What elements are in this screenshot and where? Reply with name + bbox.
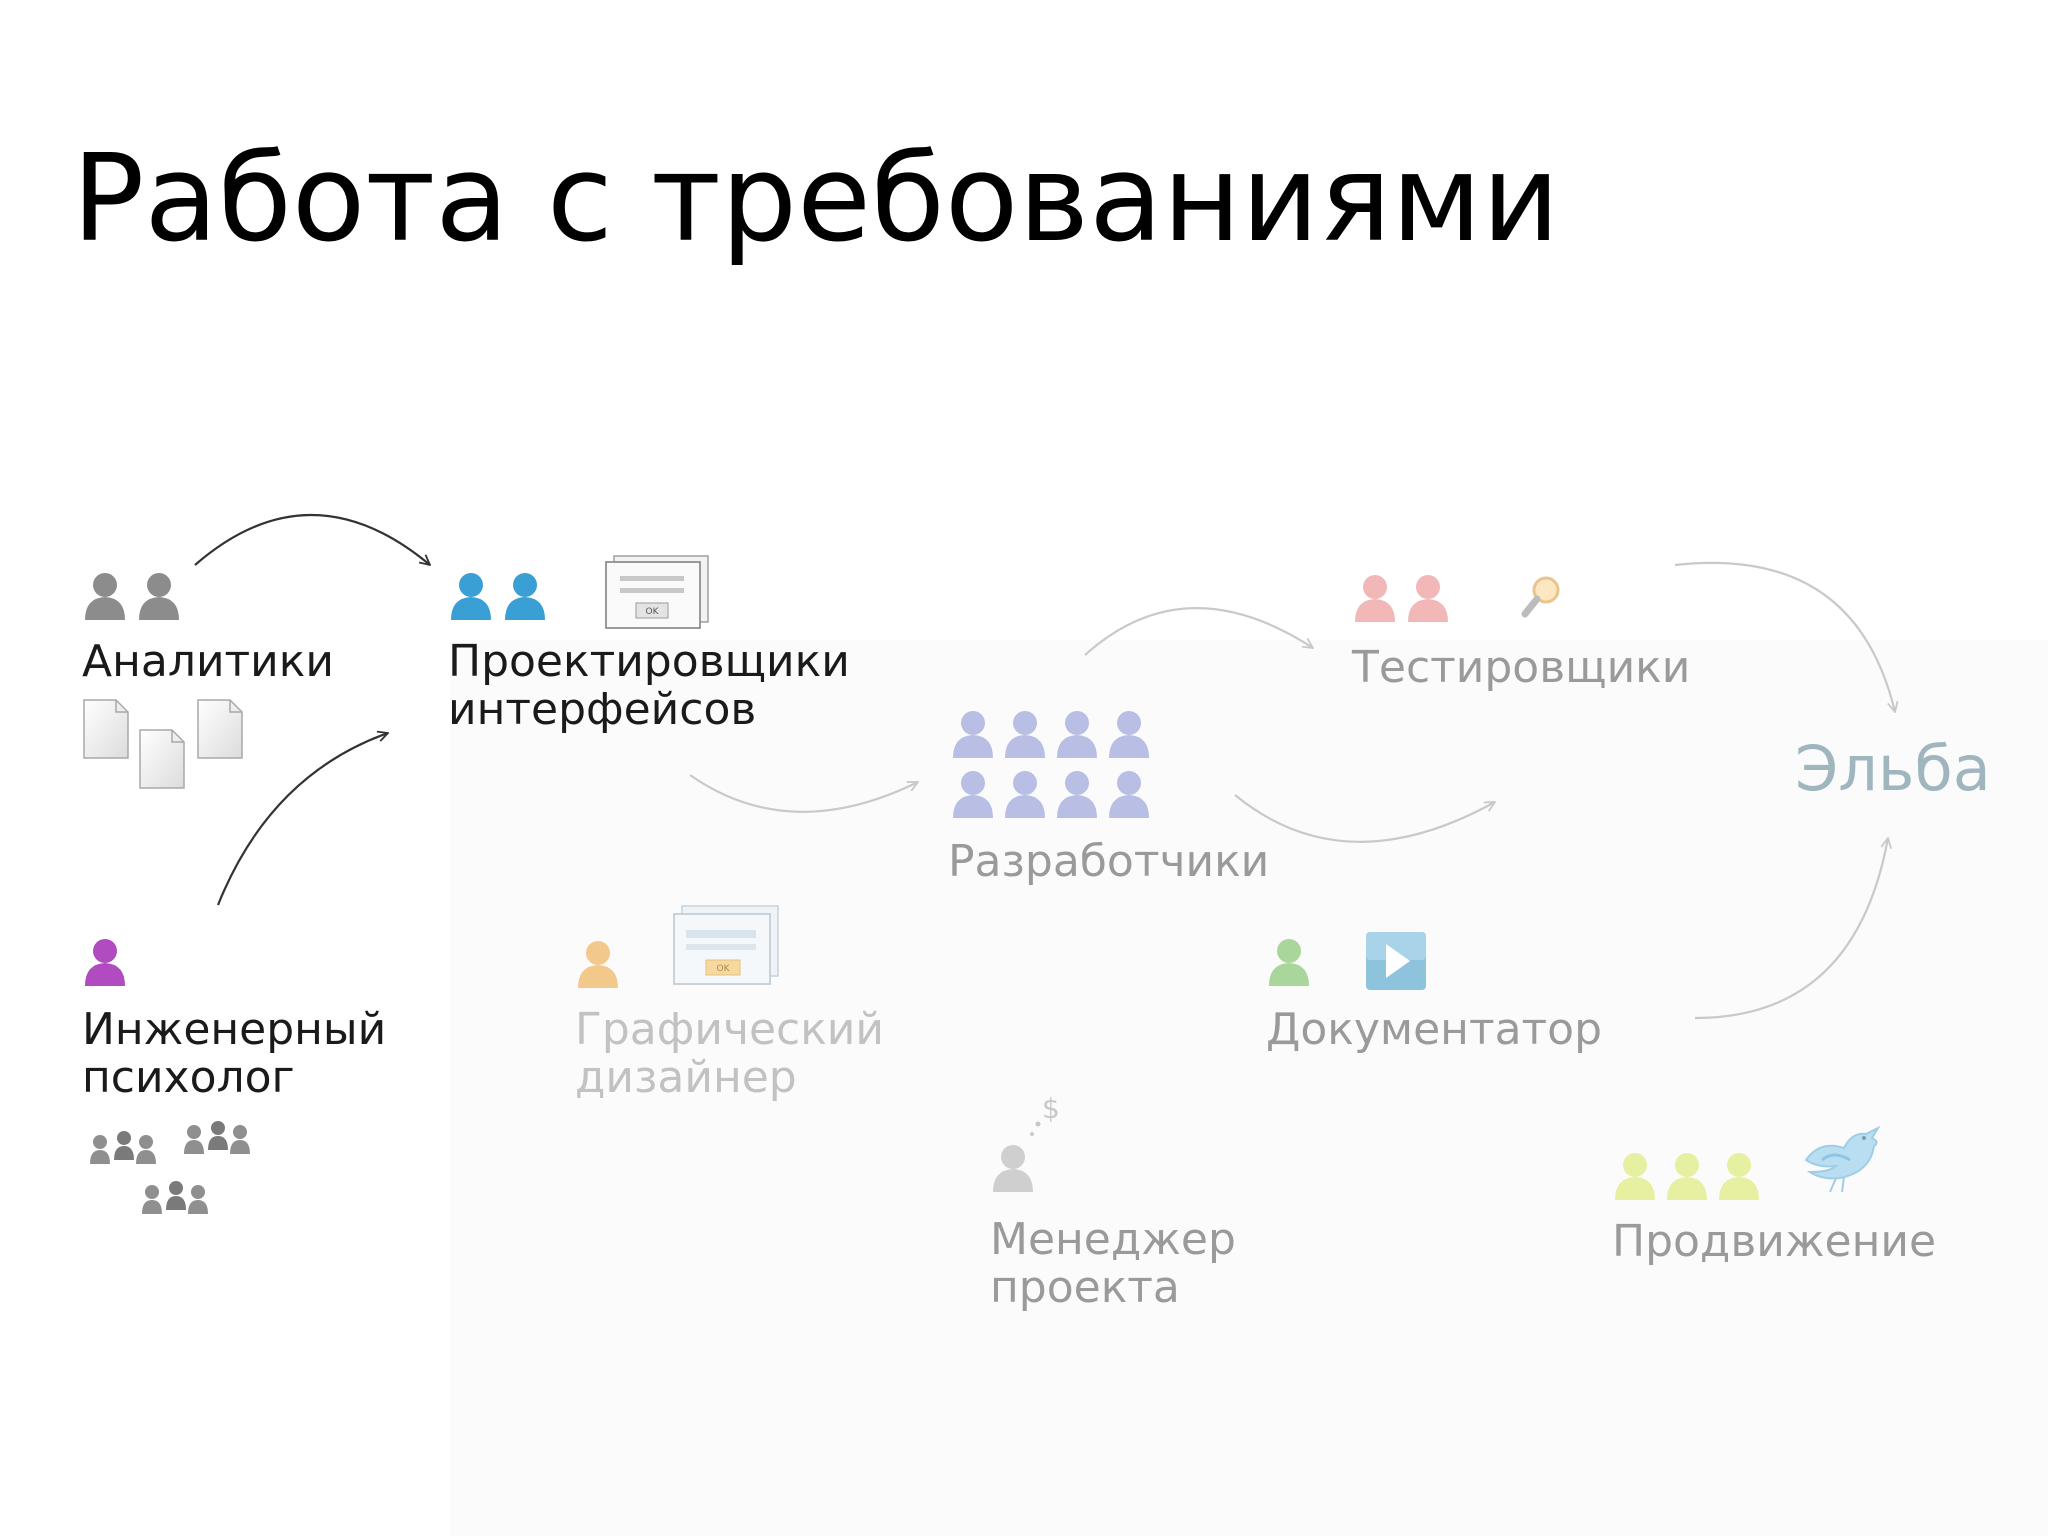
node-graphic-designer: OK Графический дизайнер xyxy=(575,905,884,1103)
project-manager-label-line-2: проекта xyxy=(990,1262,1180,1313)
user-lavender-icon xyxy=(953,711,993,758)
arrows xyxy=(194,514,1895,1020)
node-engineering-psychologist: Инженерный психолог xyxy=(82,939,386,1214)
dialog-ok-label: OK xyxy=(646,607,660,617)
user-purple-icon xyxy=(85,939,125,986)
arrow-ui-designers-to-developers xyxy=(689,774,918,813)
user-group-icon xyxy=(142,1181,208,1214)
arrow-psychologist-to-ui-designers xyxy=(216,733,388,906)
faded-background-panel xyxy=(450,640,2048,1536)
user-orange-icon xyxy=(578,941,618,988)
graphic-designer-label-line-1: Графический xyxy=(575,1004,884,1055)
user-blue-icon xyxy=(505,573,545,620)
user-yellow-icon xyxy=(1615,1153,1655,1200)
arrow-analysts-to-ui-designers xyxy=(194,514,430,565)
technical-writer-label: Документатор xyxy=(1266,1004,1602,1055)
document-icon xyxy=(197,699,243,759)
promotion-label: Продвижение xyxy=(1612,1216,1936,1267)
user-group-icon xyxy=(184,1121,250,1154)
user-lavender-icon xyxy=(1005,711,1045,758)
user-grey-icon xyxy=(139,573,179,620)
arrow-testers-to-product xyxy=(1674,561,1895,712)
user-grey-icon xyxy=(85,573,125,620)
project-manager-label-line-1: Менеджер xyxy=(990,1214,1236,1265)
document-icon xyxy=(83,699,129,759)
user-lavender-icon xyxy=(1005,771,1045,818)
user-yellow-icon xyxy=(1667,1153,1707,1200)
node-developers: Разработчики xyxy=(948,711,1269,887)
psychologist-label-line-2: психолог xyxy=(82,1052,295,1103)
user-pink-icon xyxy=(1355,575,1395,622)
user-group-icon xyxy=(90,1131,156,1164)
node-technical-writer: Документатор xyxy=(1266,932,1602,1055)
dialog-ok-label: OK xyxy=(717,964,731,974)
node-testers: Тестировщики xyxy=(1351,575,1690,693)
document-icon xyxy=(139,729,185,789)
testers-label: Тестировщики xyxy=(1351,642,1690,693)
magnifier-icon xyxy=(1521,576,1560,618)
node-promotion: Продвижение xyxy=(1612,1125,1936,1267)
user-lavender-icon xyxy=(1057,711,1097,758)
dialog-window-icon: OK xyxy=(605,555,709,629)
dollar-icon: $ xyxy=(1030,1092,1060,1136)
node-project-manager: $ Менеджер проекта xyxy=(990,1092,1236,1313)
dollar-symbol: $ xyxy=(1042,1092,1060,1125)
user-grey-icon xyxy=(993,1145,1033,1192)
arrow-developers-to-testers xyxy=(1084,607,1313,656)
node-analysts: Аналитики xyxy=(82,573,334,789)
user-green-icon xyxy=(1269,939,1309,986)
user-pink-icon xyxy=(1408,575,1448,622)
product-label: Эльба xyxy=(1795,732,1991,805)
psychologist-label-line-1: Инженерный xyxy=(82,1004,386,1055)
user-lavender-icon xyxy=(953,771,993,818)
node-ui-designers: OK Проектировщики интерфейсов xyxy=(448,555,850,735)
ui-designers-label-line-1: Проектировщики xyxy=(448,636,850,687)
arrow-developers-to-technical-writer xyxy=(1234,794,1495,843)
developers-icon-grid xyxy=(953,711,1149,818)
play-icon xyxy=(1366,932,1426,990)
analysts-label: Аналитики xyxy=(82,636,334,687)
arrow-promotion-to-product xyxy=(1694,838,1888,1020)
ui-designers-label-line-2: интерфейсов xyxy=(448,684,756,735)
user-lavender-icon xyxy=(1057,771,1097,818)
slide-title: Работа с требованиями xyxy=(72,130,1560,269)
user-blue-icon xyxy=(451,573,491,620)
graphic-designer-label-line-2: дизайнер xyxy=(575,1052,797,1103)
user-lavender-icon xyxy=(1109,711,1149,758)
user-lavender-icon xyxy=(1109,771,1149,818)
bird-icon xyxy=(1804,1125,1881,1193)
user-yellow-icon xyxy=(1719,1153,1759,1200)
developers-label: Разработчики xyxy=(948,836,1269,887)
dialog-window-icon: OK xyxy=(673,905,779,985)
